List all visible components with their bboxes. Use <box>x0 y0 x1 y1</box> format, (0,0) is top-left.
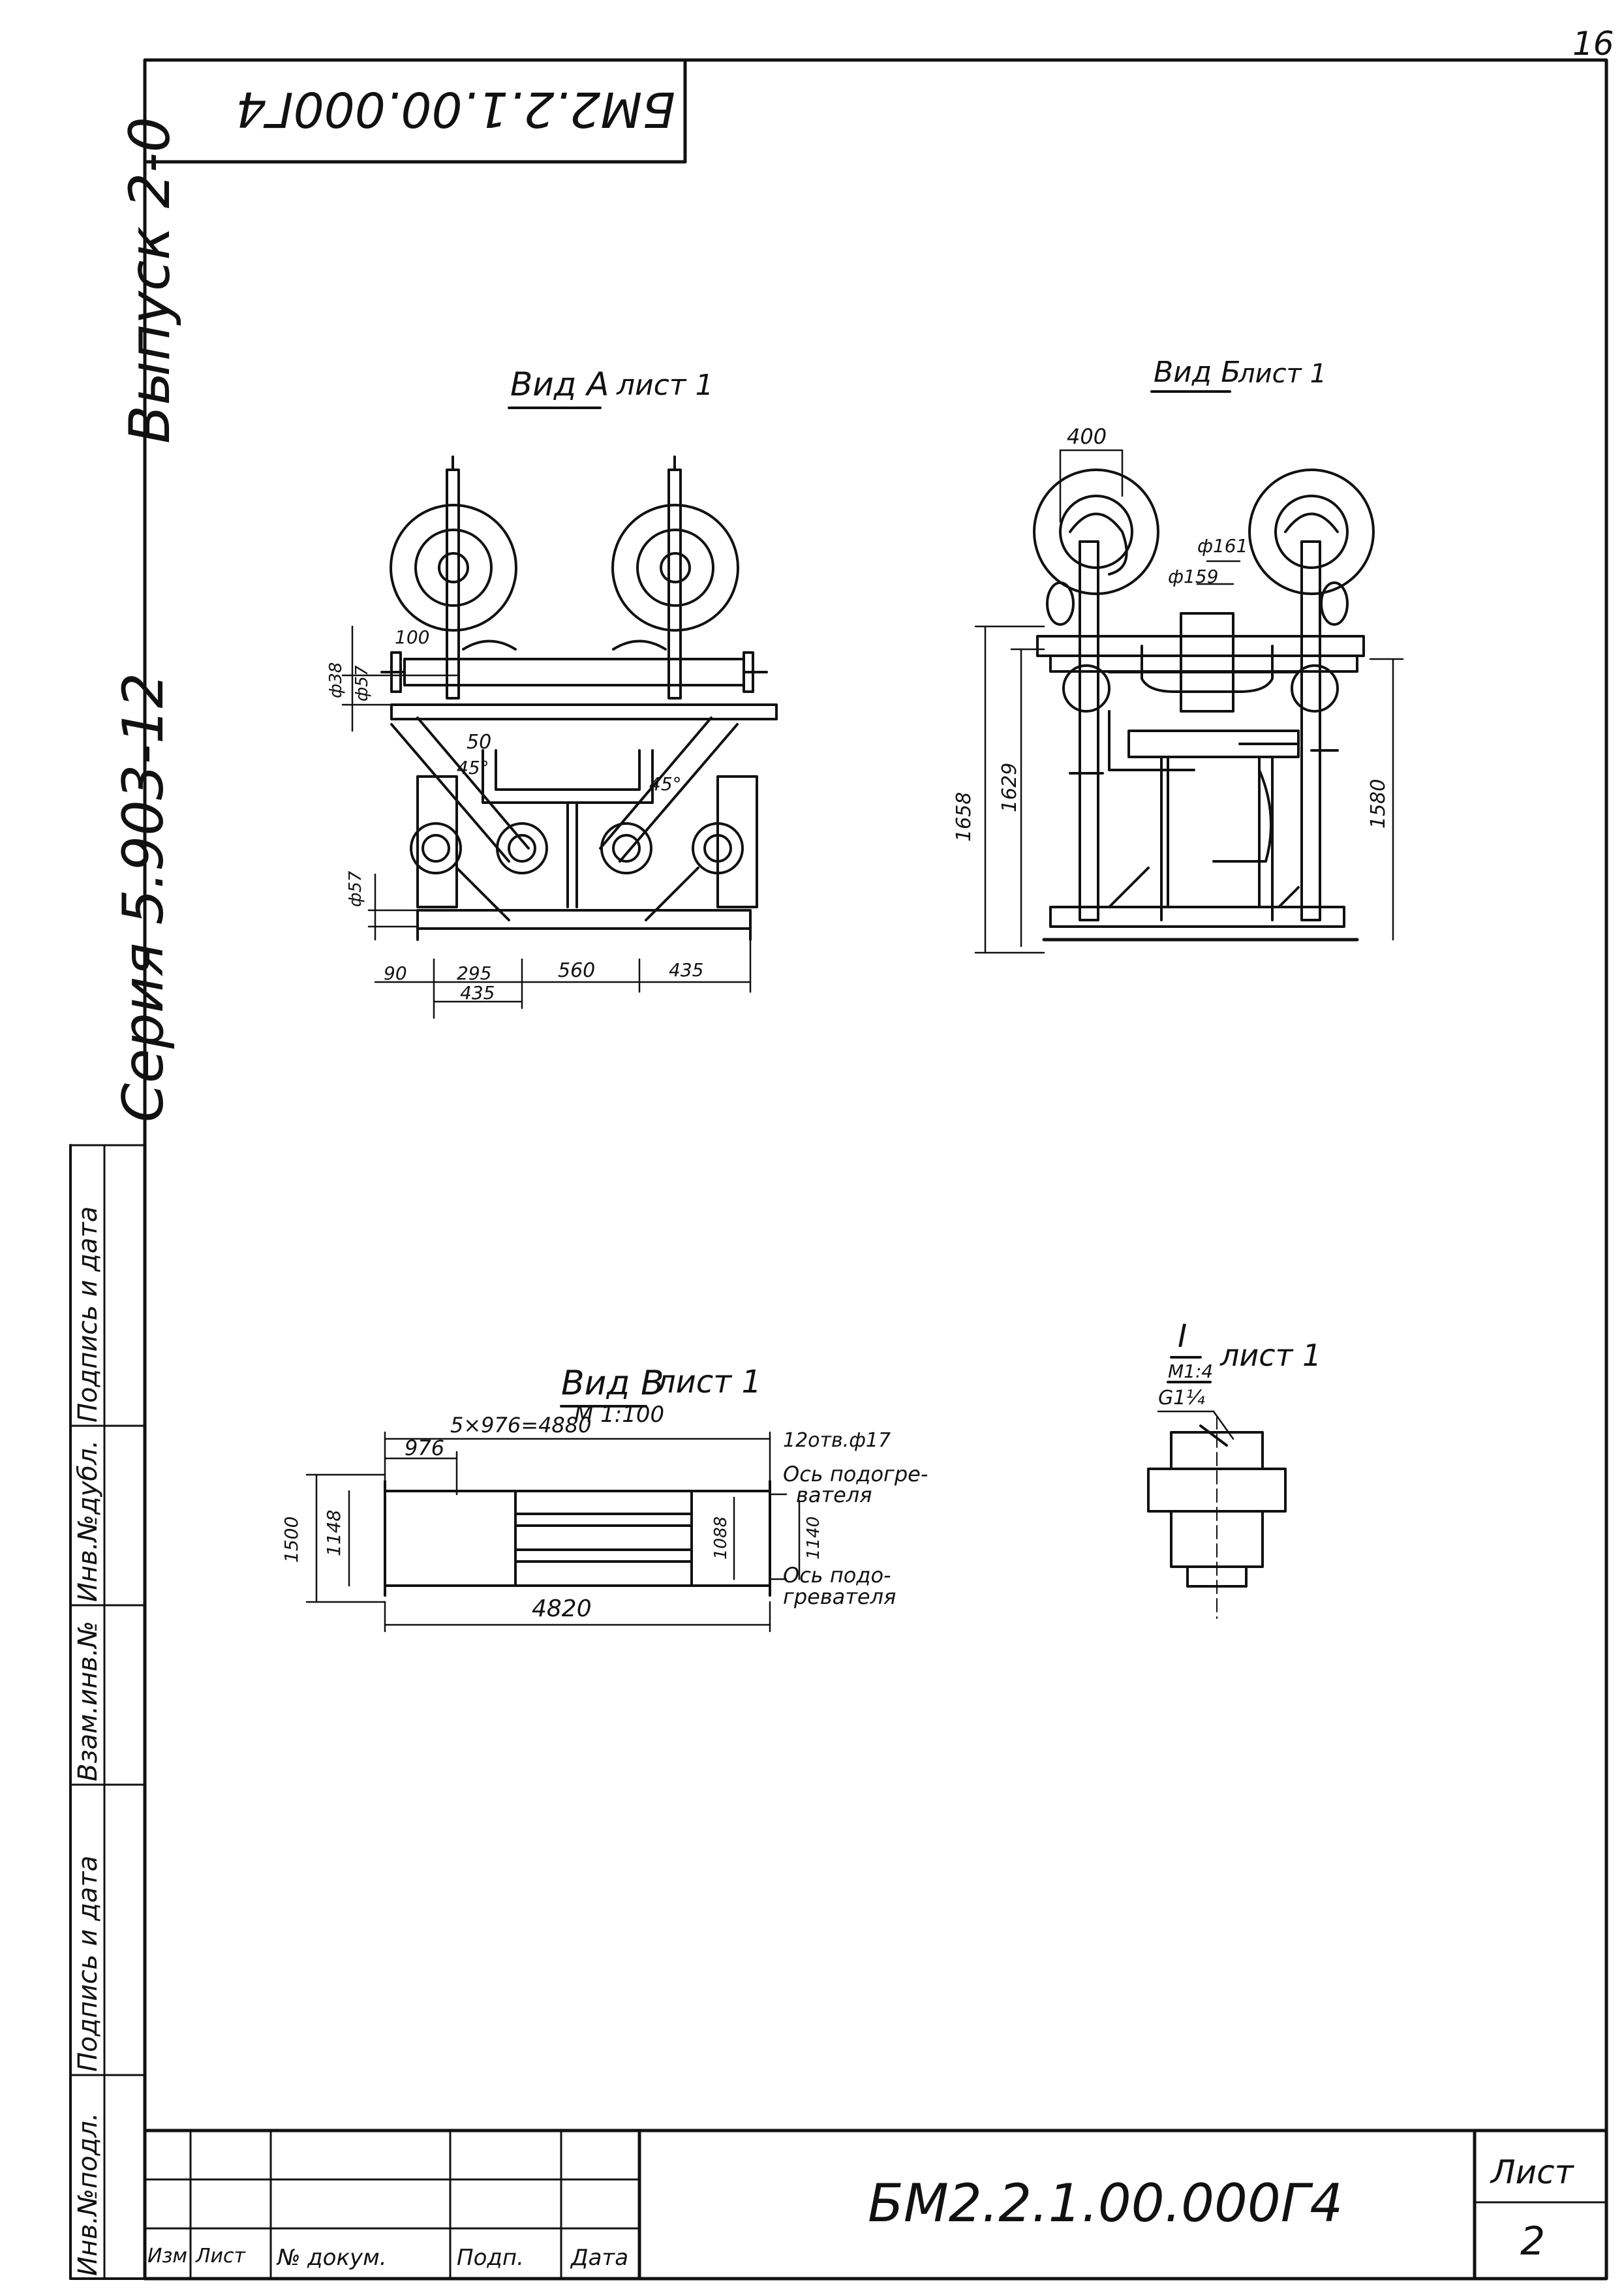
view-v-holes-note: 12отв.ф17 <box>783 1429 891 1452</box>
view-a-dim-50: 50 <box>467 731 492 754</box>
side-label-inv-dup: Инв.№дубл. <box>73 1439 103 1602</box>
view-v-dim-1500: 1500 <box>281 1516 302 1563</box>
view-b-dim-1580: 1580 <box>1367 778 1390 829</box>
view-b-title: Вид Б <box>1154 356 1241 389</box>
view-v-dim-1148: 1148 <box>323 1509 345 1556</box>
view-a-dim-90: 90 <box>384 962 407 984</box>
issue-label: Выпуск 2-0 <box>117 116 183 444</box>
view-b-drawing <box>1033 390 1375 942</box>
view-a-dim-d57-lower: ф57 <box>346 870 365 907</box>
view-a-dim-295: 295 <box>457 962 492 984</box>
side-label-signature-2: Подпись и дата <box>73 1206 103 1423</box>
view-a-dim-435: 435 <box>669 959 704 981</box>
detail-i-sheet-ref: лист 1 <box>1220 1338 1322 1373</box>
title-col-change: Изм <box>147 2245 188 2268</box>
title-col-date: Дата <box>571 2245 629 2271</box>
view-v-axis-note-2a: Ось подо- <box>783 1563 891 1588</box>
view-b-dim-1629: 1629 <box>998 762 1021 812</box>
view-b-dim-400: 400 <box>1067 424 1107 449</box>
view-a-dim-d38: ф38 <box>326 662 346 698</box>
view-v-axis-note-2b: гревателя <box>783 1584 896 1609</box>
view-v-dim-5x976: 5×976=4880 <box>450 1413 592 1438</box>
title-block-sheet-label: Лист <box>1491 2153 1574 2191</box>
view-b-dim-d159: ф159 <box>1168 566 1219 587</box>
view-a-drawing <box>380 407 778 941</box>
view-v-dim-1088: 1088 <box>711 1516 731 1560</box>
view-v-dim-1140: 1140 <box>804 1516 823 1560</box>
view-a-dim-435-lower: 435 <box>460 982 495 1004</box>
detail-i-title: I <box>1178 1318 1187 1355</box>
title-block-sheet-no: 2 <box>1520 2219 1546 2264</box>
detail-i-thread: G1¼ <box>1158 1387 1205 1409</box>
view-v-scale: М 1:100 <box>574 1402 665 1428</box>
title-block-code: БМ2.2.1.00.000Г4 <box>868 2173 1343 2234</box>
view-v-dim-4820: 4820 <box>532 1595 592 1622</box>
detail-i-scale: М1:4 <box>1168 1361 1214 1382</box>
mirrored-drawing-code: БМ2.2.1.00.000Г4 <box>236 81 675 137</box>
view-v-axis-note-1a: Ось подогре- <box>783 1462 928 1486</box>
view-v-axis-note-1b: вателя <box>796 1483 872 1507</box>
view-a-angle-left: 45° <box>457 757 489 778</box>
view-a-angle-right: 45° <box>649 773 682 795</box>
detail-i-drawing <box>1147 1356 1287 1619</box>
side-label-inv-orig: Инв.№подл. <box>73 2112 103 2276</box>
view-a-title: Вид А <box>510 365 609 403</box>
side-label-replacement-inv: Взам.инв.№ <box>73 1620 103 1781</box>
view-v-dim-976: 976 <box>405 1436 445 1460</box>
view-b-dim-1658: 1658 <box>953 792 975 842</box>
view-v-sheet-ref: лист 1 <box>656 1364 762 1400</box>
sheet-frame <box>143 58 1608 2281</box>
view-b-sheet-ref: лист 1 <box>1238 359 1327 389</box>
view-v-title: Вид В <box>561 1364 664 1403</box>
view-b-dimensions <box>974 449 1404 954</box>
view-v-drawing <box>384 1405 771 1597</box>
view-a-dim-560: 560 <box>558 959 596 982</box>
title-col-sheet: Лист <box>196 2245 246 2268</box>
title-col-doc: № докум. <box>277 2245 387 2271</box>
view-v-dimensions <box>305 1431 801 1633</box>
title-col-sign: Подп. <box>457 2245 524 2271</box>
view-a-dimensions <box>341 625 752 1019</box>
view-a-sheet-ref: лист 1 <box>617 369 714 402</box>
view-a-dim-100: 100 <box>395 626 430 648</box>
series-label: Серия 5.903-12 <box>111 672 176 1122</box>
mirrored-code-box <box>143 58 687 164</box>
side-label-signature-1: Подпись и дата <box>73 1855 103 2072</box>
view-b-dim-d161: ф161 <box>1197 535 1248 557</box>
page-number: 16 <box>1572 25 1614 63</box>
view-a-dim-d57: ф57 <box>352 665 372 701</box>
